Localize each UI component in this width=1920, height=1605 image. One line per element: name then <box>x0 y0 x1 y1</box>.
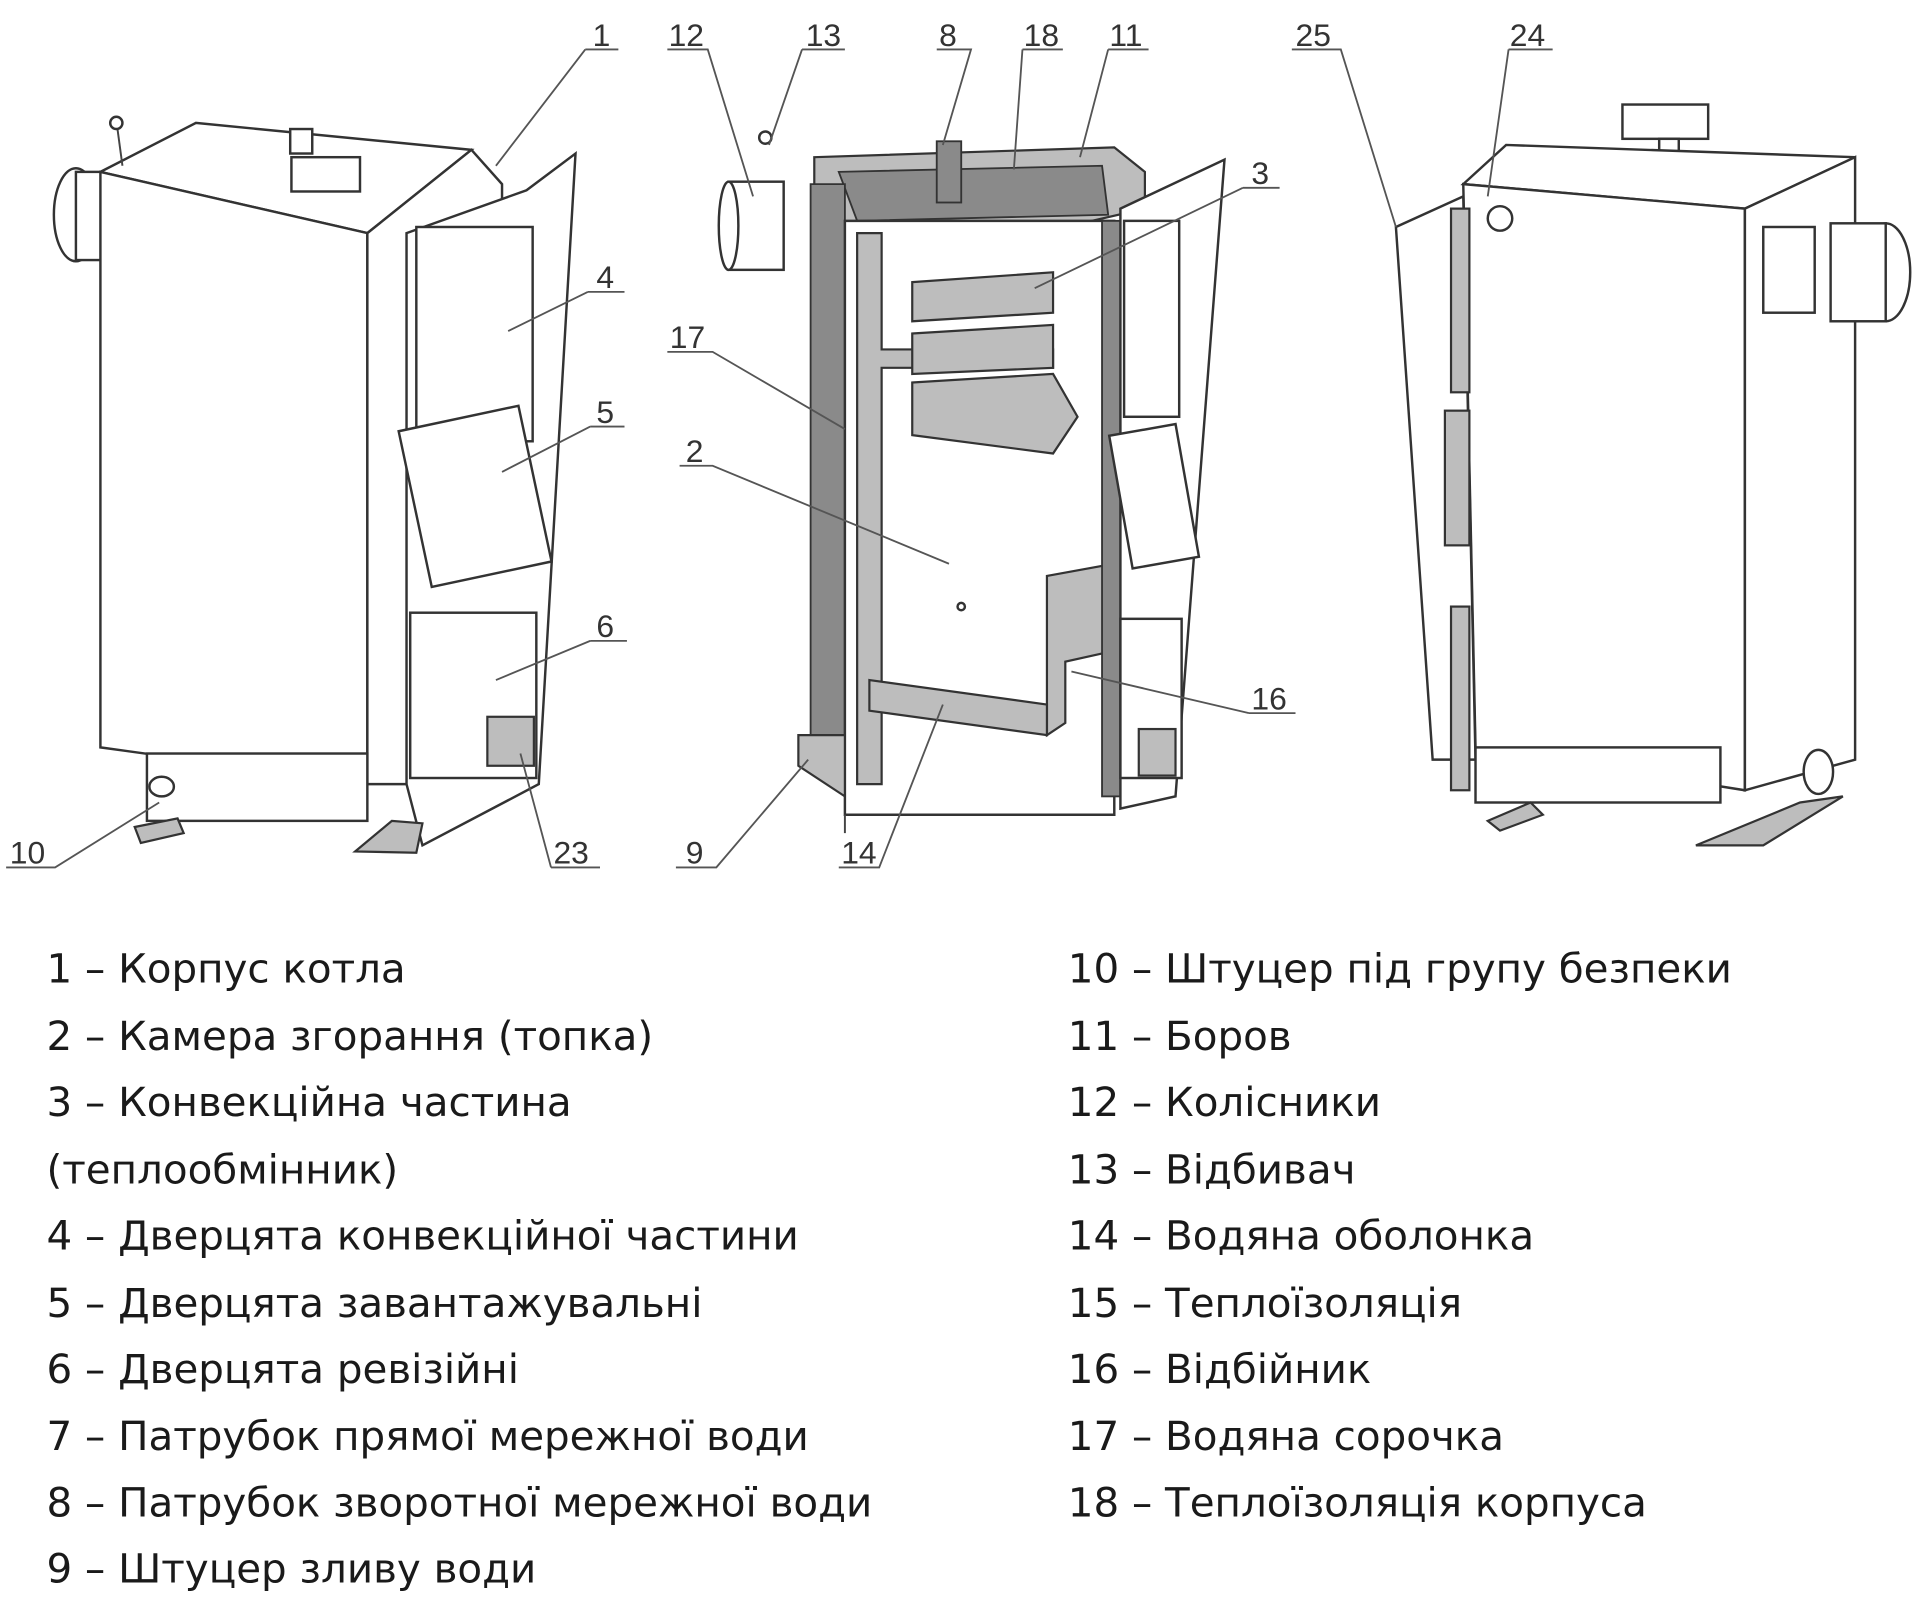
boiler-section-view <box>717 130 1226 834</box>
legend-item: 15 – Теплоїзоляція <box>1068 1279 1462 1327</box>
callout-18: 18 <box>1024 17 1059 53</box>
callout-13: 13 <box>806 17 841 53</box>
callout-labels: 1 12 13 8 18 11 25 24 4 5 6 3 17 2 16 10… <box>10 17 1545 871</box>
callout-4: 4 <box>596 259 614 295</box>
callout-leaders <box>6 48 1553 869</box>
legend-item: 18 – Теплоїзоляція корпуса <box>1068 1478 1647 1526</box>
callout-23: 23 <box>553 835 588 871</box>
legend-item: 2 – Камера згорання (топка) <box>47 1012 654 1060</box>
legend-item: 5 – Дверцята завантажувальні <box>47 1279 703 1327</box>
legend-item: 8 – Патрубок зворотної мережної води <box>47 1478 873 1526</box>
callout-11: 11 <box>1109 17 1142 53</box>
callout-12: 12 <box>669 17 704 53</box>
legend-item: 13 – Відбивач <box>1068 1145 1356 1193</box>
boiler-back-view <box>1394 103 1912 847</box>
legend-item: (теплообмінник) <box>47 1145 399 1193</box>
callout-25: 25 <box>1296 17 1331 53</box>
legend-item: 1 – Корпус котла <box>47 945 406 993</box>
callout-3: 3 <box>1251 155 1269 191</box>
callout-1: 1 <box>593 17 611 53</box>
boiler-front-view <box>52 115 577 854</box>
legend-item: 9 – Штуцер зливу води <box>47 1545 537 1593</box>
legend-item: 14 – Водяна оболонка <box>1068 1211 1534 1259</box>
callout-17: 17 <box>670 319 705 355</box>
legend-left: 1 – Корпус котла 2 – Камера згорання (то… <box>47 945 873 1593</box>
callout-14: 14 <box>841 835 876 871</box>
legend-item: 4 – Дверцята конвекційної частини <box>47 1211 799 1259</box>
legend-item: 7 – Патрубок прямої мережної води <box>47 1412 809 1460</box>
legend-item: 16 – Відбійник <box>1068 1345 1372 1393</box>
legend-item: 10 – Штуцер під групу безпеки <box>1068 945 1732 993</box>
legend-item: 3 – Конвекційна частина <box>47 1078 572 1126</box>
legend-right: 10 – Штуцер під групу безпеки 11 – Боров… <box>1068 945 1732 1527</box>
callout-6: 6 <box>596 608 614 644</box>
callout-8: 8 <box>939 17 957 53</box>
legend-item: 12 – Колісники <box>1068 1078 1381 1126</box>
callout-24: 24 <box>1510 17 1545 53</box>
callout-16: 16 <box>1251 680 1286 716</box>
callout-10: 10 <box>10 835 45 871</box>
callout-2: 2 <box>686 433 704 469</box>
callout-9: 9 <box>686 835 704 871</box>
legend-item: 11 – Боров <box>1068 1012 1292 1060</box>
callout-5: 5 <box>596 394 614 430</box>
legend-item: 6 – Дверцята ревізійні <box>47 1345 519 1393</box>
legend-item: 17 – Водяна сорочка <box>1068 1412 1504 1460</box>
